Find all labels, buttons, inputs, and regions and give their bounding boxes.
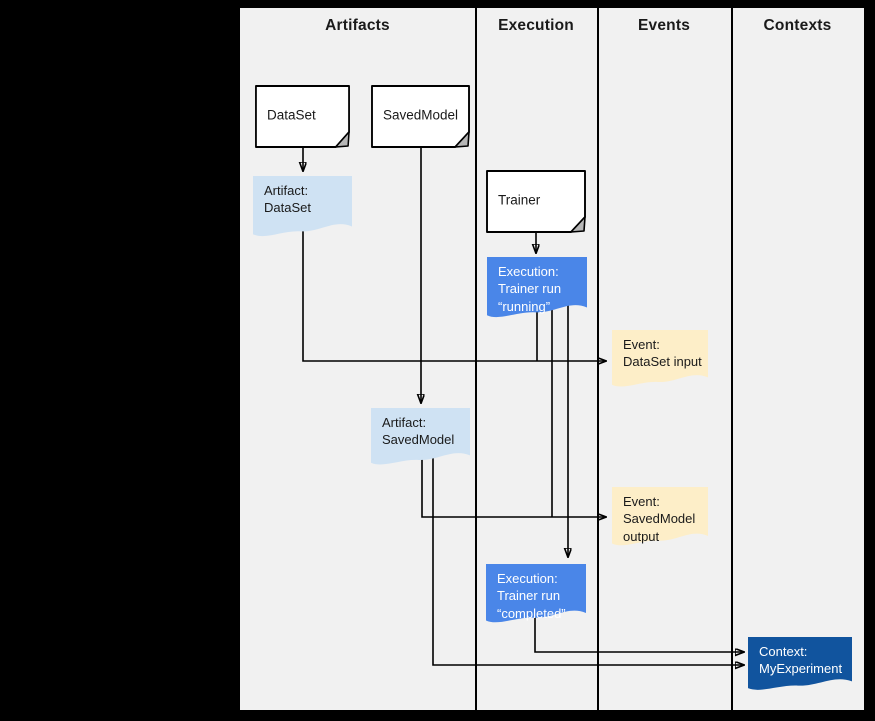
node-artifact-dataset: Artifact: DataSet: [253, 176, 352, 242]
node-dataset-label: DataSet: [267, 106, 316, 122]
column-header-events: Events: [637, 17, 691, 34]
node-execution-running-label: Execution: Trainer run “running”: [498, 264, 562, 314]
arrow-artifact-dataset-to-event-input: [302, 225, 606, 361]
document-shape-icon: [486, 170, 586, 233]
wave-shape-icon: [612, 487, 708, 546]
column-header-execution: Execution: [498, 17, 574, 34]
node-context-myexperiment: Context: MyExperiment: [748, 637, 852, 695]
node-trainer: Trainer: [486, 170, 586, 233]
node-dataset: DataSet: [255, 85, 350, 148]
node-artifact-savedmodel-label: Artifact: SavedModel: [382, 415, 455, 448]
column-divider-artifacts-execution: [475, 8, 477, 710]
node-execution-completed: Execution: Trainer run “completed”: [486, 564, 586, 628]
node-savedmodel-label: SavedModel: [383, 106, 459, 122]
node-event-dataset-input: Event: DataSet input: [612, 330, 708, 392]
arrow-artifact-savedmodel-to-event-output: [421, 450, 606, 517]
node-trainer-label: Trainer: [498, 191, 541, 207]
node-event-savedmodel-output: Event: SavedModel output: [612, 487, 708, 551]
document-shape-icon: [371, 85, 470, 148]
wave-shape-icon: [487, 257, 587, 318]
wave-shape-icon: [612, 330, 708, 387]
wave-shape-icon: [748, 637, 852, 690]
document-shape-icon: [255, 85, 350, 148]
node-artifact-dataset-label: Artifact: DataSet: [264, 183, 311, 216]
node-artifact-savedmodel: Artifact: SavedModel: [371, 408, 470, 470]
node-savedmodel: SavedModel: [371, 85, 470, 148]
column-divider-events-contexts: [731, 8, 733, 710]
wave-shape-icon: [253, 176, 352, 237]
arrow-execution-completed-to-context: [534, 610, 744, 652]
node-context-myexperiment-label: Context: MyExperiment: [759, 644, 843, 677]
node-execution-running: Execution: Trainer run “running”: [487, 257, 587, 323]
node-event-dataset-input-label: Event: DataSet input: [623, 337, 702, 370]
column-header-contexts: Contexts: [763, 17, 832, 34]
wave-shape-icon: [486, 564, 586, 623]
column-header-artifacts: Artifacts: [325, 17, 390, 34]
wave-shape-icon: [371, 408, 470, 465]
arrow-artifact-savedmodel-to-context: [432, 450, 744, 665]
node-event-savedmodel-output-label: Event: SavedModel output: [623, 494, 696, 544]
node-execution-completed-label: Execution: Trainer run “completed”: [497, 571, 566, 621]
